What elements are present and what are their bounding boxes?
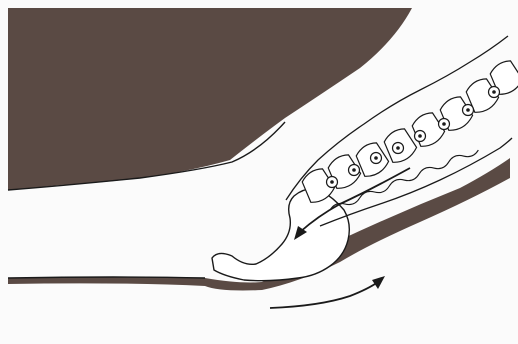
spinal-cord-segment-center (352, 168, 356, 172)
pelvis-rotation-arrow-head (372, 276, 385, 289)
spinal-cord-segment-center (466, 108, 470, 112)
spinal-cord-segment-center (418, 134, 422, 138)
spinal-cord-segment-center (330, 180, 334, 184)
pelvis-rotation-arrow (270, 282, 378, 308)
spinal-cord-segment-center (374, 156, 378, 160)
spinal-cord-segment-center (492, 90, 496, 94)
pelvis-outline (212, 189, 349, 281)
spinal-cord-segment-center (442, 122, 446, 126)
spinal-cord-segment-center (396, 146, 400, 150)
